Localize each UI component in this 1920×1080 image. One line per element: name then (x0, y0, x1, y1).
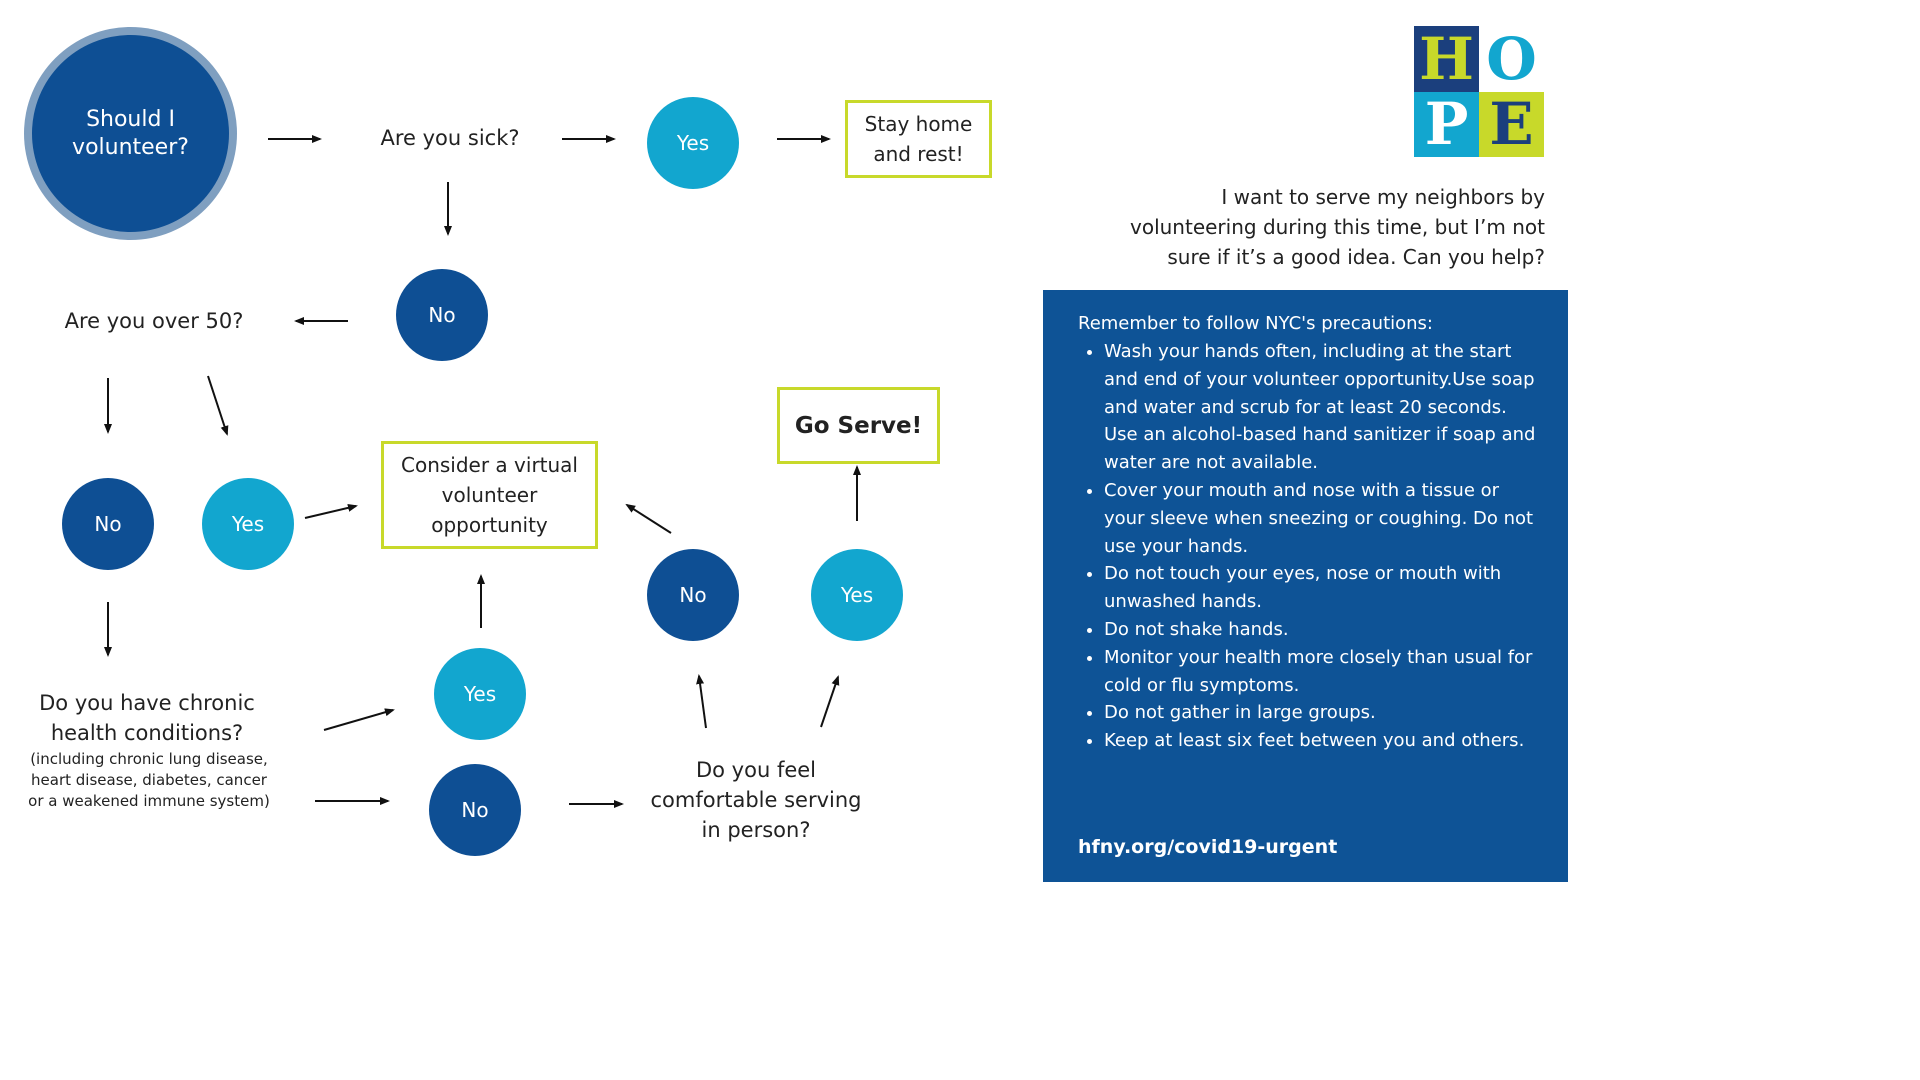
precautions-url[interactable]: hfny.org/covid19-urgent (1078, 836, 1338, 858)
arrow-comfortable-to-yes (820, 675, 840, 728)
arrow-yes-to-virtual (304, 503, 358, 519)
answer-label: No (679, 583, 707, 607)
answer-over50-no: No (62, 478, 154, 570)
arrow-chronic-to-yes (323, 708, 395, 731)
intro-question: I want to serve my neighbors by voluntee… (1130, 185, 1545, 269)
outcome-stay-home: Stay home and rest! (845, 100, 992, 178)
question-chronic-label: Do you have chronic health conditions? (39, 691, 255, 745)
answer-comfortable-yes: Yes (811, 549, 903, 641)
precaution-item: Do not shake hands. (1104, 616, 1544, 644)
question-sick: Are you sick? (380, 126, 520, 150)
precaution-item: Keep at least six feet between you and o… (1104, 727, 1544, 755)
outcome-stay-home-label: Stay home and rest! (864, 112, 973, 166)
outcome-go-serve: Go Serve! (777, 387, 940, 464)
logo-letter-o: O (1479, 25, 1544, 93)
question-chronic-note: (including chronic lung disease, heart d… (28, 750, 270, 810)
arrow-comfortable-to-no (696, 674, 707, 729)
answer-sick-no: No (396, 269, 488, 361)
hope-logo: H O P E (1414, 25, 1544, 158)
start-circle: Should I volunteer? (32, 35, 229, 232)
question-comfortable: Do you feel comfortable serving in perso… (650, 758, 862, 842)
outcome-virtual-label: Consider a virtual volunteer opportunity (401, 453, 578, 537)
answer-label: No (428, 303, 456, 327)
outcome-virtual: Consider a virtual volunteer opportunity (381, 441, 598, 549)
precaution-item: Do not touch your eyes, nose or mouth wi… (1104, 560, 1544, 616)
precaution-item: Do not gather in large groups. (1104, 699, 1544, 727)
answer-comfortable-no: No (647, 549, 739, 641)
precautions-heading: Remember to follow NYC's precautions: (1078, 313, 1433, 334)
precautions-list: Wash your hands often, including at the … (1078, 338, 1544, 755)
logo-letter-e: E (1479, 90, 1544, 158)
arrow-over50-to-yes (207, 375, 229, 436)
answer-label: Yes (231, 512, 265, 536)
precaution-item: Cover your mouth and nose with a tissue … (1104, 477, 1544, 560)
precaution-item: Monitor your health more closely than us… (1104, 644, 1544, 700)
answer-label: No (94, 512, 122, 536)
answer-chronic-no: No (429, 764, 521, 856)
logo-letter-p: P (1414, 90, 1479, 158)
answer-label: Yes (840, 583, 874, 607)
precaution-item: Wash your hands often, including at the … (1104, 338, 1544, 477)
start-label: Should I volunteer? (72, 106, 189, 160)
answer-label: Yes (463, 682, 497, 706)
answer-over50-yes: Yes (202, 478, 294, 570)
flow-arrows (104, 135, 861, 808)
question-over50: Are you over 50? (64, 309, 244, 333)
answer-sick-yes: Yes (647, 97, 739, 189)
answer-chronic-yes: Yes (434, 648, 526, 740)
precautions-panel: Remember to follow NYC's precautions: Wa… (1043, 290, 1568, 882)
answer-label: Yes (676, 131, 710, 155)
answer-label: No (461, 798, 489, 822)
arrow-no3-to-virtual (625, 503, 672, 534)
question-chronic: Do you have chronic health conditions? (20, 688, 274, 748)
logo-letter-h: H (1414, 25, 1479, 93)
outcome-go-serve-label: Go Serve! (794, 412, 923, 439)
